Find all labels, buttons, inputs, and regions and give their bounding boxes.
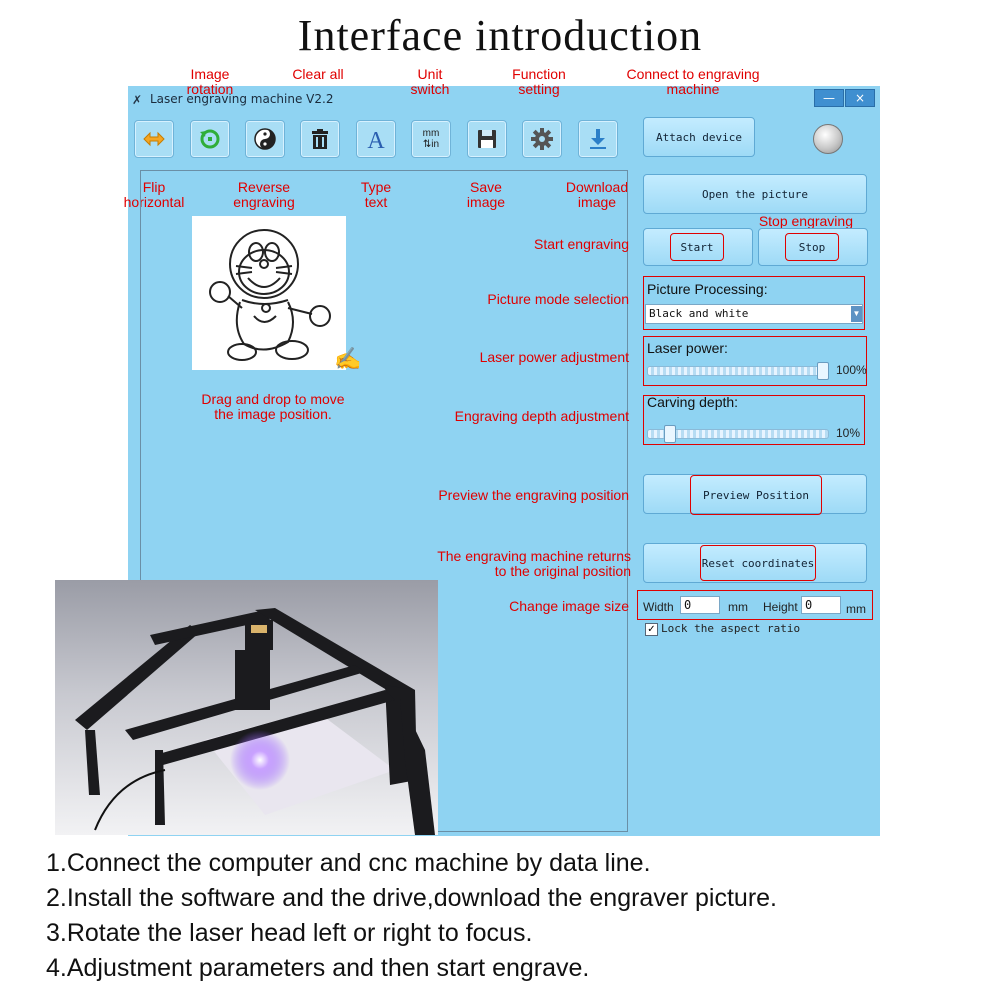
laser-power-label: Laser power: xyxy=(647,340,728,356)
annotation-preview-position: Preview the engraving position xyxy=(438,487,629,503)
annotation-function-setting: Function setting xyxy=(512,66,566,97)
stop-button-frame xyxy=(758,228,868,266)
step-3: 3.Rotate the laser head left or right to… xyxy=(46,919,533,947)
start-button-frame xyxy=(643,228,753,266)
lock-aspect-label: Lock the aspect ratio xyxy=(661,622,801,635)
laser-power-slider-thumb[interactable] xyxy=(817,362,829,380)
step-4: 4.Adjustment parameters and then start e… xyxy=(46,954,590,982)
start-button[interactable]: Start xyxy=(670,233,724,261)
page-title: Interface introduction xyxy=(297,11,703,60)
annotation-returns-1: The engraving machine returns xyxy=(437,548,631,564)
type-text-button[interactable]: A xyxy=(356,120,396,158)
carving-depth-group xyxy=(643,395,865,445)
chevron-down-icon[interactable]: ▼ xyxy=(851,306,862,322)
function-setting-button[interactable] xyxy=(522,120,562,158)
image-rotation-button[interactable] xyxy=(190,120,230,158)
reset-coordinates-button[interactable]: Reset coordinates xyxy=(700,545,816,581)
annotation-change-image-size: Change image size xyxy=(509,598,629,614)
lock-aspect-checkbox[interactable]: ✓ xyxy=(645,623,658,636)
laser-engraver-photo xyxy=(55,580,438,835)
hand-cursor-icon: ✍ xyxy=(334,346,362,371)
height-input[interactable]: 0 xyxy=(801,596,841,614)
flip-horizontal-button[interactable] xyxy=(134,120,174,158)
app-logo-icon: ✗ xyxy=(132,93,143,107)
open-picture-button[interactable]: Open the picture xyxy=(643,174,867,214)
step-2: 2.Install the software and the drive,dow… xyxy=(46,884,777,912)
preview-position-button[interactable]: Preview Position xyxy=(690,475,822,515)
close-button[interactable]: × xyxy=(845,89,875,107)
download-image-button[interactable] xyxy=(578,120,618,158)
picture-mode-select[interactable]: Black and white xyxy=(645,304,863,324)
annotation-laser-power: Laser power adjustment xyxy=(479,349,629,365)
annotation-clear-all: Clear all xyxy=(292,66,344,82)
floppy-disk-icon xyxy=(478,130,496,148)
clear-all-button[interactable] xyxy=(300,120,340,158)
width-input[interactable]: 0 xyxy=(680,596,720,614)
stop-button[interactable]: Stop xyxy=(785,233,839,261)
unit-in-label: ⇅in xyxy=(422,139,440,150)
width-label: Width xyxy=(643,600,674,614)
reset-coordinates-frame xyxy=(643,543,867,583)
annotation-stop-engraving: Stop engraving xyxy=(758,213,853,229)
laser-power-slider-track[interactable] xyxy=(647,366,829,376)
annotation-drag-drop-1: Drag and drop to move xyxy=(201,391,345,407)
gear-icon xyxy=(531,128,553,150)
unit-mm-label: mm xyxy=(422,128,440,139)
save-image-button[interactable] xyxy=(467,120,507,158)
preview-position-frame xyxy=(643,474,867,514)
picture-processing-group xyxy=(643,276,865,330)
laser-power-group xyxy=(643,336,867,386)
unit-switch-button[interactable]: mm ⇅in xyxy=(411,120,451,158)
annotation-image-rotation: Image rotation xyxy=(186,66,234,97)
attach-device-button[interactable]: Attach device xyxy=(643,117,755,157)
reverse-engraving-button[interactable] xyxy=(245,120,285,158)
carving-depth-value: 10% xyxy=(836,426,861,440)
carving-depth-label: Carving depth: xyxy=(647,394,739,410)
annotation-save-image: Save image xyxy=(466,179,506,210)
annotation-flip-horizontal: Flip horizontal xyxy=(123,179,185,210)
yin-yang-icon xyxy=(254,128,276,150)
annotation-unit-switch: Unit switch xyxy=(410,66,450,97)
laser-engraver-image xyxy=(75,608,435,835)
step-1: 1.Connect the computer and cnc machine b… xyxy=(46,849,651,877)
height-label: Height xyxy=(763,600,798,614)
carving-depth-slider-thumb[interactable] xyxy=(664,425,676,443)
annotation-type-text: Type text xyxy=(360,179,392,210)
annotation-download-image: Download image xyxy=(565,179,629,210)
annotation-connect: Connect to engraving machine xyxy=(626,66,760,97)
height-unit: mm xyxy=(846,602,866,616)
width-unit: mm xyxy=(728,600,748,614)
svg-text:A: A xyxy=(367,128,385,152)
text-a-icon: A xyxy=(367,128,385,152)
connection-status-indicator xyxy=(813,124,843,154)
minimize-button[interactable]: — xyxy=(814,89,844,107)
flip-horizontal-icon xyxy=(143,131,165,147)
laser-power-value: 100% xyxy=(836,363,867,377)
annotation-drag-drop-2: the image position. xyxy=(214,406,332,422)
loaded-picture[interactable] xyxy=(192,216,346,370)
download-icon xyxy=(590,129,606,149)
picture-processing-label: Picture Processing: xyxy=(647,281,768,297)
rotate-icon xyxy=(200,129,220,149)
annotation-start-engraving: Start engraving xyxy=(534,236,629,252)
cartoon-cat-image xyxy=(209,229,331,361)
trash-icon xyxy=(312,129,328,149)
annotation-reverse-engraving: Reverse engraving xyxy=(233,179,295,210)
window-title: Laser engraving machine V2.2 xyxy=(150,92,334,106)
annotation-returns-2: to the original position xyxy=(494,563,631,579)
annotation-engraving-depth: Engraving depth adjustment xyxy=(454,408,629,424)
image-size-group xyxy=(637,590,873,620)
carving-depth-slider-track[interactable] xyxy=(647,429,829,439)
annotation-picture-mode: Picture mode selection xyxy=(487,291,629,307)
